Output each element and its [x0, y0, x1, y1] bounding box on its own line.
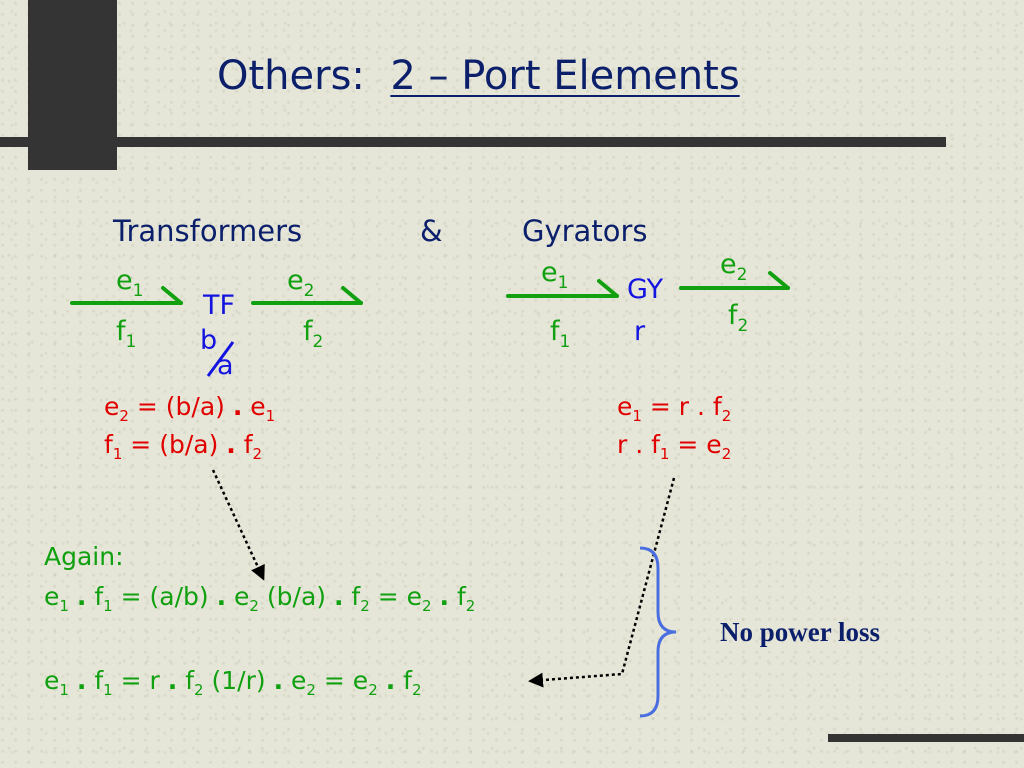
heading-transformers: Transformers — [113, 214, 303, 248]
again-line-1: e1 . f1 = (a/b) . e2 (b/a) . f2 = e2 . f… — [44, 582, 476, 615]
top-divider-bar — [0, 137, 946, 147]
tf-equation-1: e2 = (b/a) . e1 — [104, 392, 276, 425]
title-prefix: Others: — [217, 53, 365, 99]
no-power-loss-text: No power loss — [720, 617, 881, 647]
gy-f2-label: f2 — [728, 300, 749, 336]
slide-title: Others: 2 – Port Elements — [217, 53, 740, 99]
tf-f1-label: f1 — [116, 316, 137, 352]
tf-e1-label: e1 — [116, 265, 144, 301]
tf-dotted-arrow — [211, 469, 265, 581]
tf-ratio-slash — [206, 341, 235, 377]
gy-bond-right — [679, 271, 790, 290]
heading-gyrators: Gyrators — [522, 214, 648, 248]
gy-symbol: GY — [627, 274, 664, 305]
gy-equation-1: e1 = r . f2 — [617, 392, 732, 425]
gy-e1-label: e1 — [541, 257, 569, 293]
gy-e2-label: e2 — [720, 249, 748, 285]
tf-symbol: TF — [203, 290, 236, 321]
tf-bond-right — [251, 286, 363, 305]
gy-dotted-arrow — [528, 477, 676, 688]
tf-ratio-top: b — [200, 325, 218, 356]
again-line-2: e1 . f1 = r . f2 (1/r) . e2 = e2 . f2 — [44, 666, 422, 699]
curly-brace — [639, 546, 677, 718]
again-label: Again: — [44, 542, 124, 571]
gy-bond-left — [506, 279, 619, 298]
bottom-right-bar — [828, 734, 1024, 742]
tf-bond-left — [70, 286, 183, 305]
gy-equation-2: r . f1 = e2 — [617, 430, 732, 463]
tf-e2-label: e2 — [287, 265, 315, 301]
gy-f1-label: f1 — [550, 316, 571, 352]
tf-equation-2: f1 = (b/a) . f2 — [104, 430, 263, 463]
tf-f2-label: f2 — [303, 316, 324, 352]
heading-ampersand: & — [420, 214, 443, 248]
gy-param: r — [634, 316, 646, 347]
title-main: 2 – Port Elements — [390, 53, 740, 99]
